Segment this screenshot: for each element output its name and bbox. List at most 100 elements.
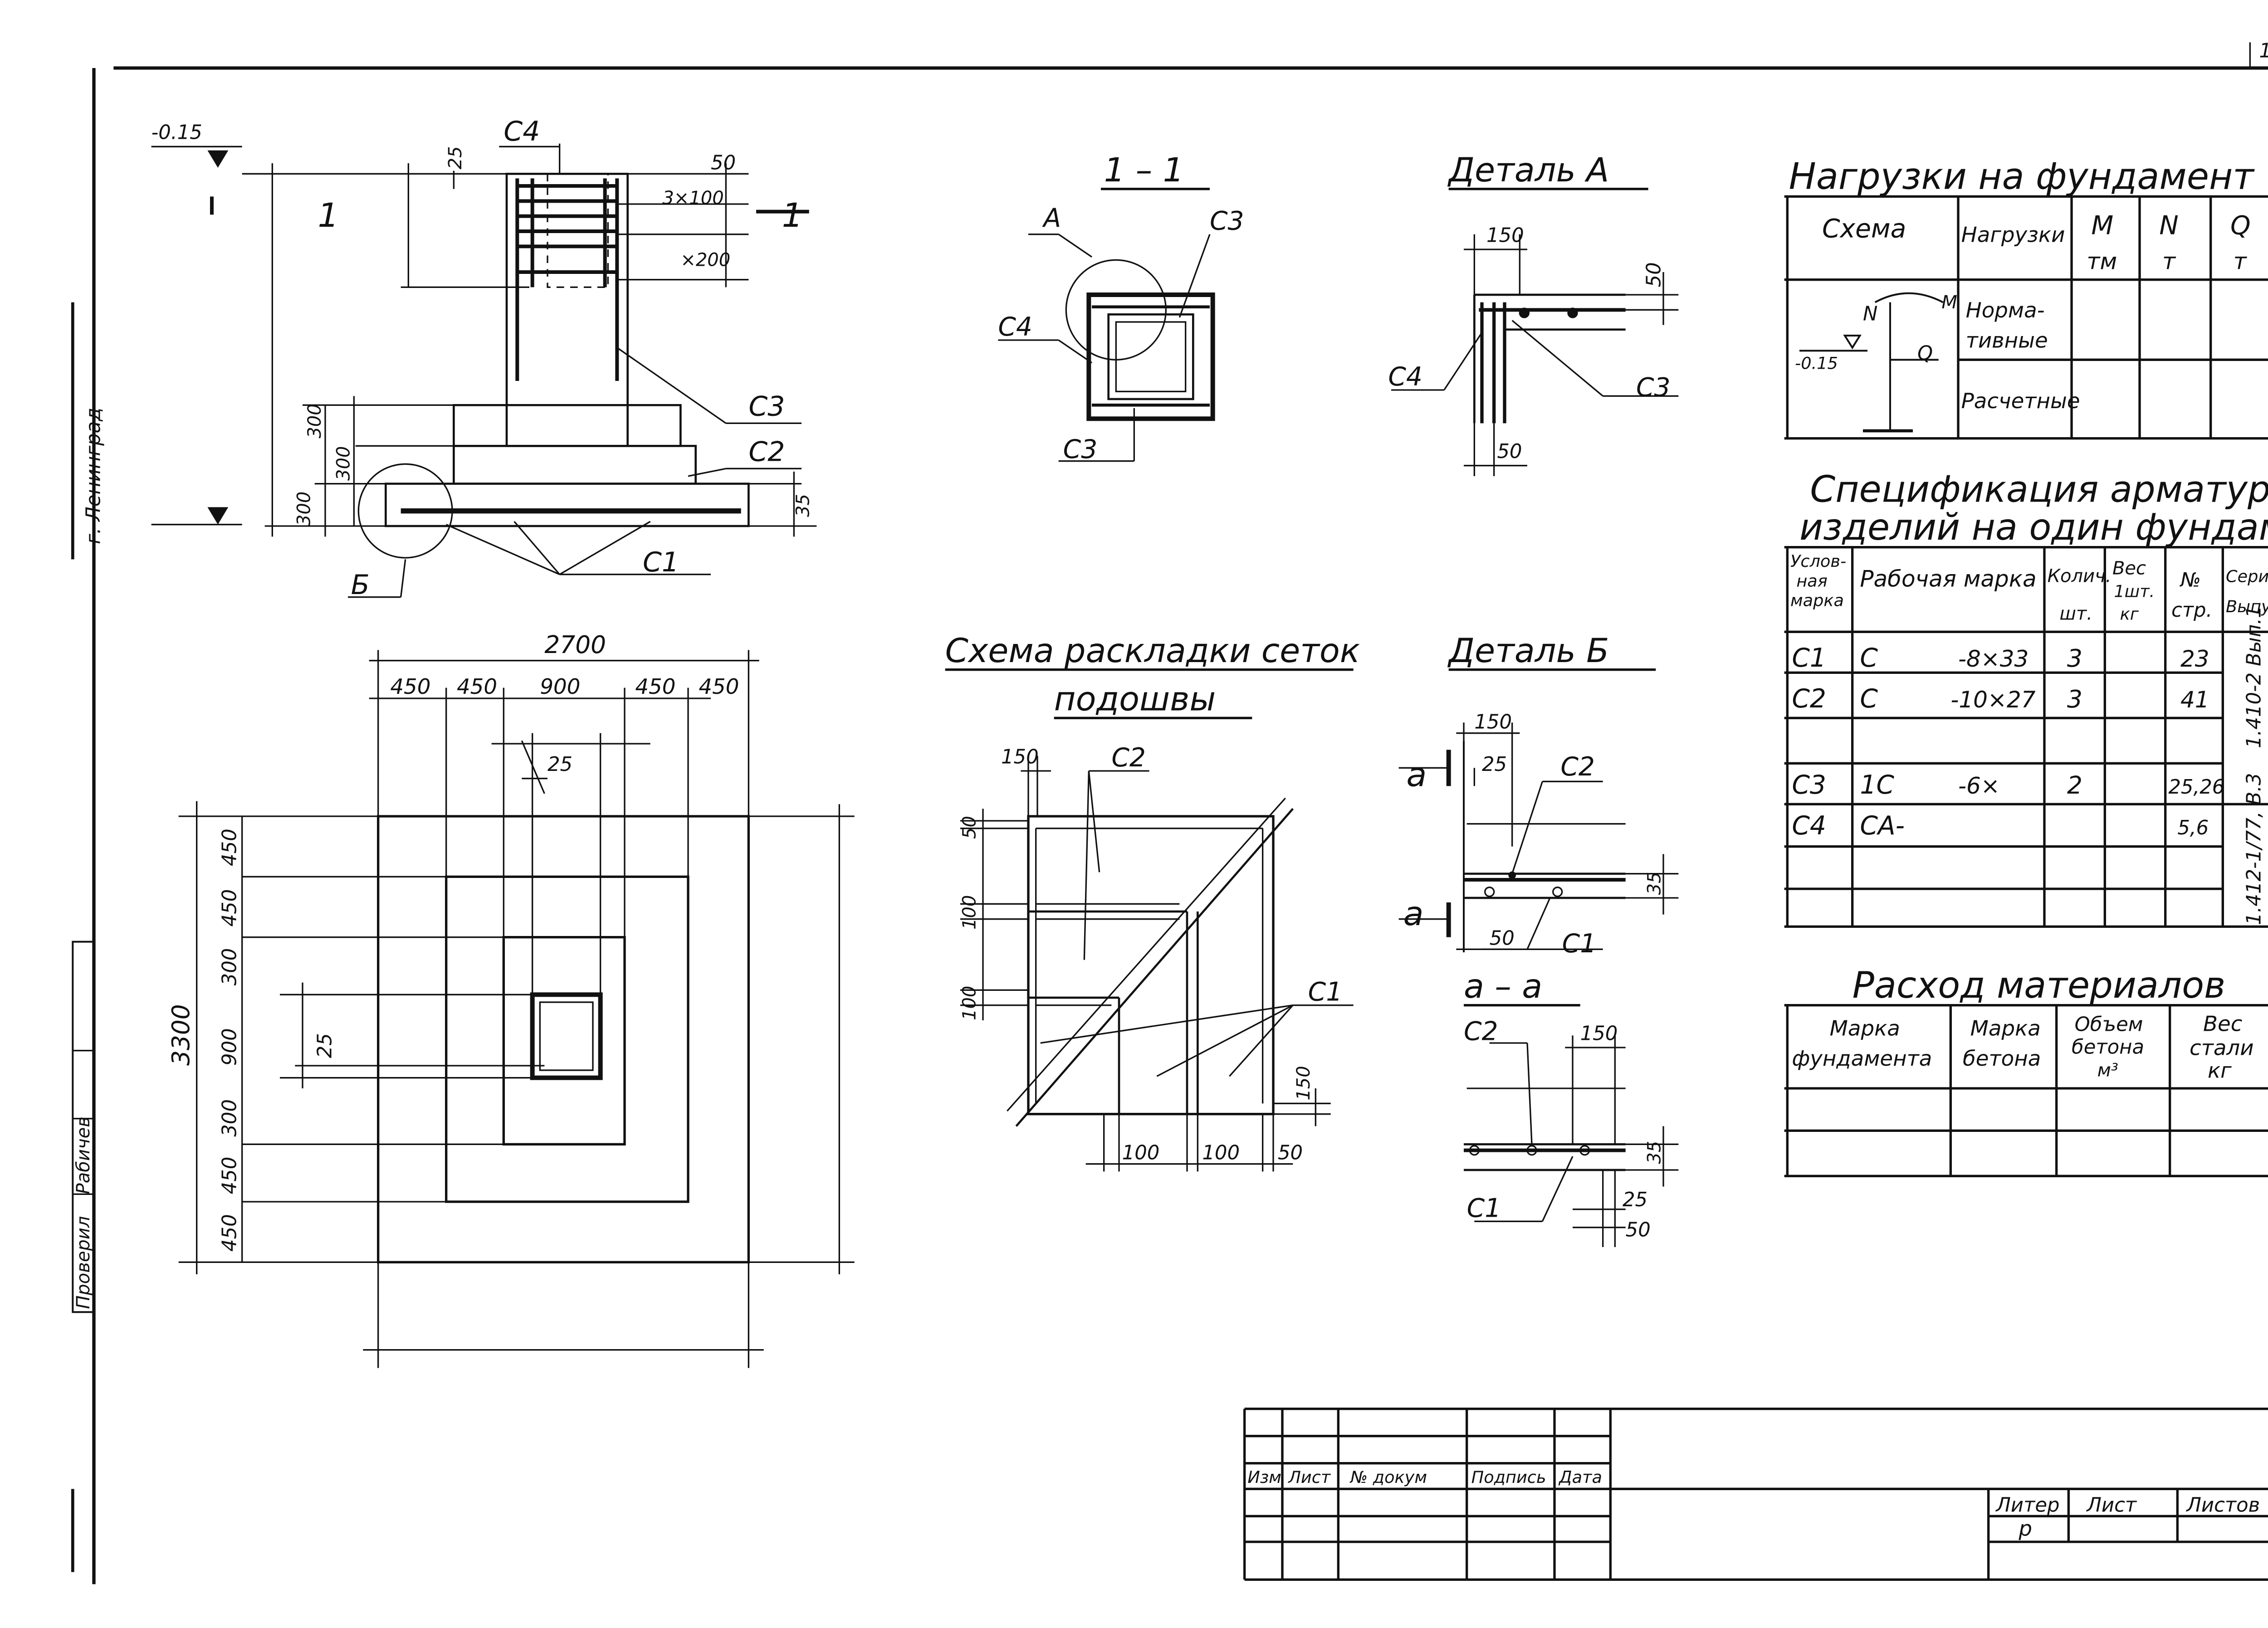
detail-a-dim-150: 150 (1486, 224, 1524, 247)
mesh-dim-50: 50 (959, 816, 980, 839)
detail-b-c2-label: С2 (1560, 752, 1595, 782)
detail-b-dim-35: 35 (1644, 872, 1665, 895)
materials-header-steel-1: Вес (2203, 1012, 2243, 1036)
mesh-c1-label: С1 (1308, 977, 1343, 1007)
mesh-c2-label: С2 (1111, 743, 1146, 773)
loads-schema-m: M (1941, 292, 1957, 313)
spec-row-4-mark: С3 (1792, 770, 1826, 800)
title-block-col-sheet: Лист (1287, 1467, 1331, 1487)
detail-a-dim-50a: 50 (1642, 262, 1665, 287)
section-a-a-dim-150: 150 (1580, 1022, 1618, 1045)
mesh-dim-100b: 100 (959, 986, 980, 1020)
detail-a-dim-50b: 50 (1497, 440, 1522, 463)
spec-header-weight-2: 1шт. (2114, 582, 2155, 601)
city-label: г. Ленинград (82, 408, 105, 544)
spec-row-1-page: 23 (2180, 646, 2209, 672)
spec-header-weight-3: кг (2120, 604, 2139, 624)
spec-header-qty-2: шт. (2059, 604, 2092, 624)
loads-table-grid (1784, 195, 2268, 440)
materials-header-volume-2: бетона (2072, 1036, 2144, 1058)
sheet-number: 14 (2259, 40, 2268, 63)
spec-header-series-2: Выпуск (2226, 597, 2268, 616)
materials-title: Расход материалов (1853, 964, 2225, 1006)
spec-header-qty-1: Колич. (2048, 565, 2112, 586)
materials-header-concrete-1: Марка (1970, 1016, 2041, 1041)
title-block-liter-value: р (2018, 1517, 2032, 1541)
detail-a-c3-label: С3 (1636, 372, 1671, 402)
loads-row-design: Расчетные (1961, 389, 2080, 414)
spec-row-2-mark: С2 (1792, 684, 1826, 714)
plan-width-seg-5: 450 (699, 675, 739, 699)
spec-title-1: Спецификация арматурных (1810, 468, 2268, 511)
loads-header-loads: Нагрузки (1961, 223, 2065, 247)
spec-header-mark-2: ная (1796, 571, 1827, 590)
dim-x200: ×200 (680, 250, 730, 271)
plan-total-width: 2700 (544, 630, 606, 659)
section-a-a-c1-label: С1 (1467, 1193, 1501, 1223)
section-1-1-title: 1 – 1 (1104, 151, 1184, 190)
loads-schema-q: Q (1917, 342, 1933, 365)
spec-row-2-page: 41 (2180, 687, 2209, 713)
materials-header-foundation-1: Марка (1830, 1016, 1900, 1041)
materials-table-grid (1784, 1004, 2268, 1177)
spec-row-1-size: -8×33 (1958, 646, 2028, 672)
spec-row-4-size: -6× (1958, 773, 2000, 799)
dim-300-bot: 300 (294, 492, 315, 526)
dim-300-top: 300 (304, 404, 325, 438)
detail-b (1398, 668, 1679, 952)
plan-dim-25-left: 25 (313, 1033, 336, 1058)
spec-row-4-qty: 2 (2067, 771, 2082, 799)
dim-50-elev: 50 (711, 151, 736, 174)
plan-height-seg-4: 900 (218, 1028, 241, 1066)
plan-height-seg-6: 450 (218, 1157, 241, 1194)
mesh-dim-50-bottom: 50 (1278, 1142, 1303, 1165)
dim-35-elev: 35 (793, 494, 814, 517)
spec-series-2: 1.412-1/77, В.3 (2243, 773, 2266, 925)
spec-header-mark-1: Услов- (1790, 551, 1846, 571)
loads-schema-level: -0.15 (1795, 353, 1838, 373)
plan-width-seg-3: 900 (540, 675, 580, 699)
dim-3x100: 3×100 (662, 188, 723, 209)
detail-b-dim-150: 150 (1474, 711, 1512, 734)
spec-row-5-mark: С4 (1792, 811, 1826, 841)
detail-a-c4-label: С4 (1388, 362, 1422, 392)
loads-row-normative-1: Норма- (1966, 298, 2045, 323)
spec-title-2: изделий на один фундамент (1799, 506, 2268, 548)
spec-row-2-work: С (1860, 684, 1878, 714)
section-a-a-dim-50: 50 (1626, 1219, 1651, 1242)
loads-header-n: N (2159, 211, 2178, 241)
spec-row-5-work: СА- (1860, 811, 1905, 841)
loads-table-title: Нагрузки на фундамент (1789, 156, 2255, 198)
c2-label-elev: С2 (748, 436, 785, 468)
detail-b-cut-a-top: а (1406, 756, 1427, 794)
spec-row-1-work: С (1860, 643, 1878, 673)
plan-height-seg-7: 450 (218, 1214, 241, 1252)
drawn-label: Рабичев (73, 1116, 94, 1194)
detail-b-cut-a-bottom: а (1403, 895, 1424, 933)
section-a-a-c2-label: С2 (1464, 1016, 1498, 1046)
loads-header-m-unit: тм (2087, 248, 2117, 274)
spec-row-2-size: -10×27 (1950, 687, 2035, 713)
plan-height-seg-5: 300 (218, 1099, 241, 1137)
spec-header-mark-3: марка (1790, 591, 1844, 610)
spec-series-1: 1.410-2 Вып.1 (2243, 605, 2266, 748)
c3-label-elev: С3 (748, 391, 785, 423)
materials-header-volume-3: м³ (2097, 1060, 2118, 1081)
spec-row-1-qty: 3 (2067, 644, 2082, 673)
title-block-sheet-label: Лист (2086, 1494, 2137, 1516)
spec-row-4-work: 1С (1860, 770, 1894, 800)
loads-schema-sketch (1799, 292, 1944, 433)
spec-header-series-1: Серия, (2226, 566, 2268, 586)
loads-row-normative-2: тивные (1966, 329, 2048, 353)
mesh-layout-scheme (945, 668, 1354, 1172)
loads-schema-n: N (1863, 303, 1877, 326)
plan-height-seg-2: 450 (218, 889, 241, 927)
dim-300-mid: 300 (333, 446, 354, 481)
loads-header-m: M (2091, 211, 2113, 241)
plan-width-seg-4: 450 (635, 675, 675, 699)
materials-header-volume-1: Объем (2075, 1013, 2143, 1036)
plan-dim-25-top: 25 (547, 753, 572, 776)
spec-header-work: Рабочая марка (1860, 565, 2036, 592)
section-mark-left: 1 (318, 196, 339, 235)
